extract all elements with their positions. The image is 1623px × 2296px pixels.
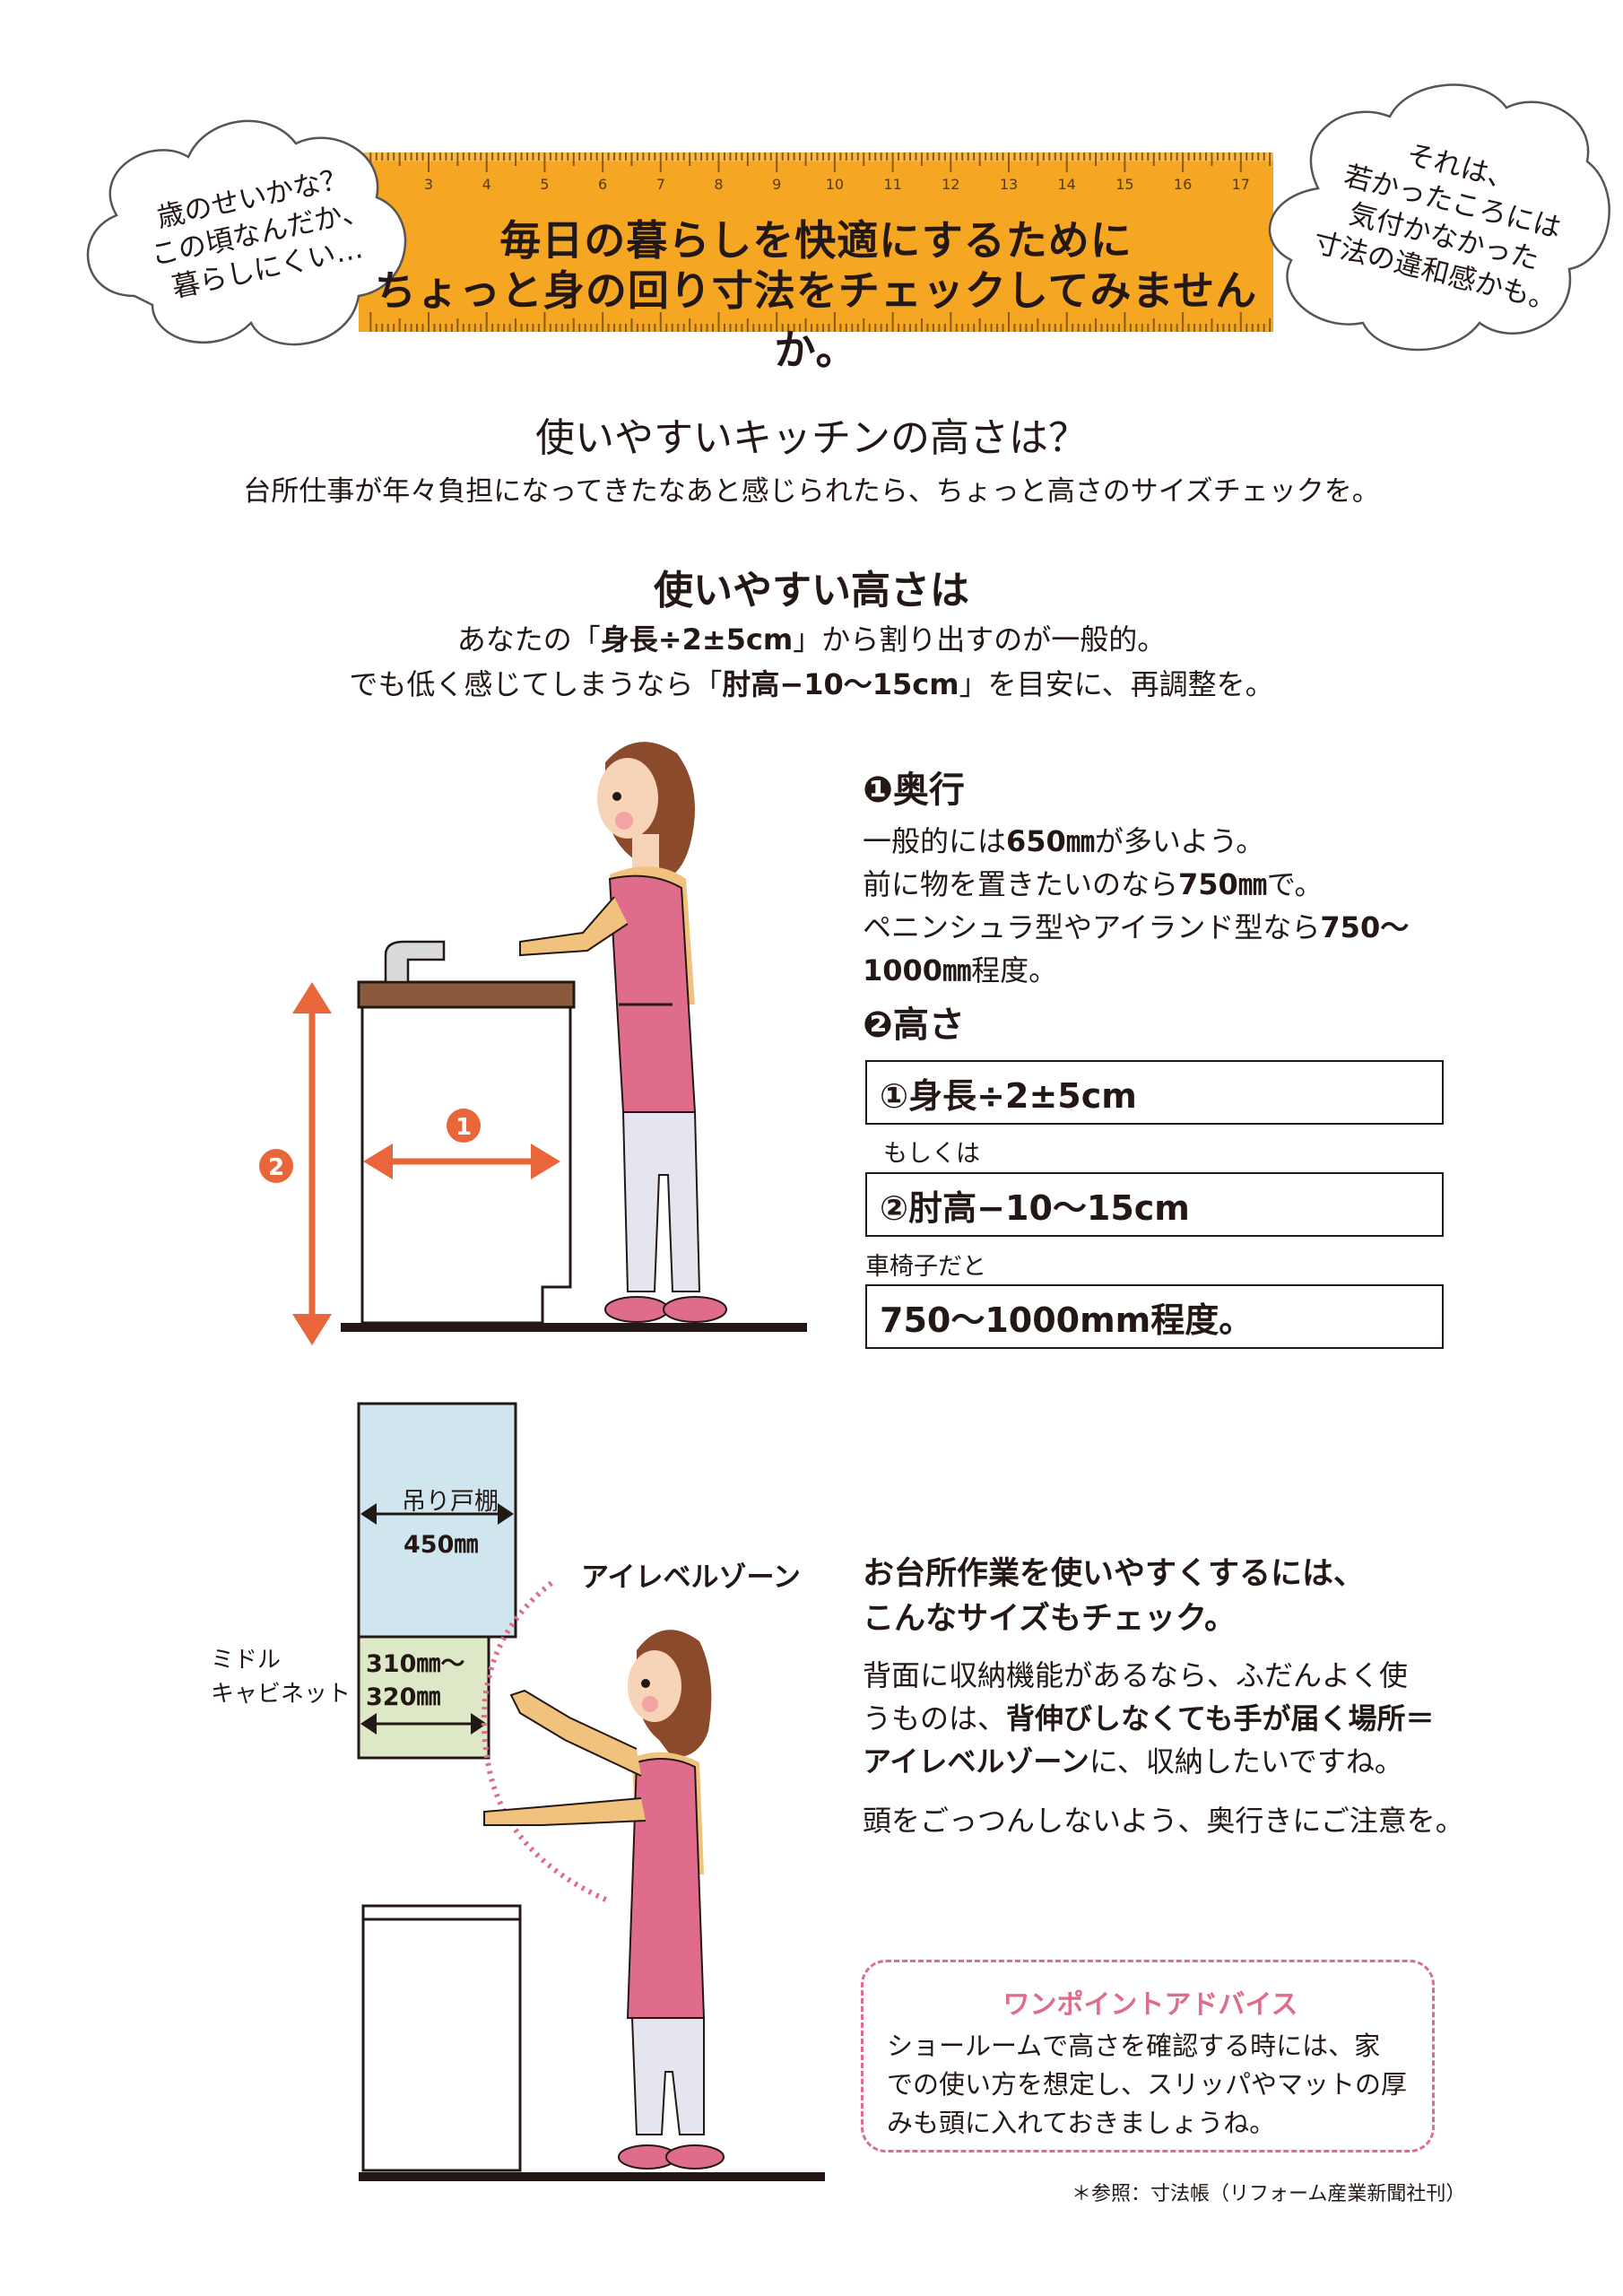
depth-marker xyxy=(447,1109,481,1143)
middle-size-1: 310㎜〜 xyxy=(366,1650,465,1678)
height-marker xyxy=(259,1149,293,1183)
cloud-right xyxy=(1268,83,1610,352)
ruler-number: 8 xyxy=(714,176,724,193)
ruler-number: 15 xyxy=(1115,176,1134,193)
ruler-number: 5 xyxy=(540,176,550,193)
ruler-line-2: ちょっと身の回り寸法をチェックしてみませんか。 xyxy=(374,266,1258,374)
ruler-number: 3 xyxy=(423,176,434,193)
ruler-number: 9 xyxy=(772,176,782,193)
intro-subtitle: 台所仕事が年々負担になってきたなあと感じられたら、ちょっと高さのサイズチェックを… xyxy=(243,475,1380,508)
advice-box: ワンポイントアドバイス ショールームで高さを確認する時には、家 での使い方を想定… xyxy=(861,1960,1435,2152)
height-line-2: でも低く感じてしまうなら「肘高−10〜15cm」を目安に、再調整を。 xyxy=(349,667,1274,701)
ruler-line-1: 毎日の暮らしを快適にするために xyxy=(499,216,1133,265)
ruler-number: 7 xyxy=(655,176,665,193)
middle-cabinet xyxy=(357,1635,490,1760)
middle-size-2: 320㎜ xyxy=(366,1683,441,1711)
height-line-1: あなたの「身長÷2±5cm」から割り出すのが一般的。 xyxy=(456,622,1167,657)
depth-heading: ❶奥行 xyxy=(863,770,965,811)
cloud-left xyxy=(86,119,407,346)
height-box-1: ①身長÷2±5cm xyxy=(865,1060,1444,1125)
kitchen-illustration: 1 2 xyxy=(259,742,807,1345)
ruler-number: 11 xyxy=(883,176,902,193)
ruler-number: 12 xyxy=(942,176,960,193)
ruler-numbers: 3 4 5 6 7 8 9 10 11 12 13 14 15 16 17 xyxy=(0,176,1623,203)
header-graphic xyxy=(86,83,1610,352)
wall-cabinet-label: 吊り戸棚 xyxy=(402,1488,499,1516)
footnote: ＊参照：寸法帳（リフォーム産業新聞社刊） xyxy=(1072,2183,1466,2205)
height-box-3: 750〜1000mm程度。 xyxy=(865,1284,1444,1349)
woman-figure-1 xyxy=(519,742,727,1323)
intro-title: 使いやすいキッチンの高さは？ xyxy=(535,415,1088,461)
wheelchair-label: 車椅子だと xyxy=(865,1253,986,1281)
ruler-number: 4 xyxy=(482,176,491,193)
depth-marker-label: 1 xyxy=(456,1114,472,1141)
height-box-heading: ❷高さ xyxy=(863,1004,965,1046)
storage-heading: お台所作業を使いやすくするには、 こんなサイズもチェック。 xyxy=(863,1556,1366,1637)
storage-illustration xyxy=(357,1402,825,2181)
height-box-2: ②肘高−10〜15cm xyxy=(865,1172,1444,1237)
base-cabinet xyxy=(360,1005,572,1325)
storage-body: 背面に収納機能があるなら、ふだんよく使 うものは、背伸びしなくても手が届く場所＝… xyxy=(863,1658,1464,1838)
ruler-number: 6 xyxy=(598,176,608,193)
wall-cabinet xyxy=(357,1402,517,1639)
ruler-ticks xyxy=(369,152,1271,332)
advice-title: ワンポイントアドバイス xyxy=(1002,1989,1298,2021)
ruler-number: 10 xyxy=(825,176,845,193)
advice-text: ショールームで高さを確認する時には、家 での使い方を想定し、スリッパやマットの厚… xyxy=(887,2031,1408,2138)
or-label: もしくは xyxy=(883,1140,980,1168)
depth-body: 一般的には650㎜が多いよう。 前に物を置きたいのなら750㎜で。 ペニンシュラ… xyxy=(863,820,1490,992)
ruler-number: 13 xyxy=(999,176,1019,193)
height-heading: 使いやすい高さは xyxy=(654,568,969,613)
woman-figure-2 xyxy=(483,1630,725,2170)
depth-line-4: 1000㎜程度。 xyxy=(863,953,1058,987)
depth-line-1: 一般的には650㎜が多いよう。 xyxy=(863,824,1265,858)
height-marker-label: 2 xyxy=(268,1154,284,1181)
wall-cabinet-size: 450㎜ xyxy=(404,1531,479,1559)
ruler-number: 16 xyxy=(1173,176,1193,193)
base-cabinet-2 xyxy=(361,1904,522,2172)
ruler-number: 17 xyxy=(1231,176,1250,193)
depth-line-3: ペニンシュラ型やアイランド型なら750〜 xyxy=(863,910,1410,944)
middle-cabinet-label: ミドル キャビネット xyxy=(211,1647,352,1708)
depth-line-2: 前に物を置きたいのなら750㎜で。 xyxy=(863,867,1324,901)
eye-level-label: アイレベルゾーン xyxy=(581,1561,801,1594)
counter-top xyxy=(357,980,576,1009)
ruler-number: 14 xyxy=(1057,176,1076,193)
ruler-band xyxy=(359,152,1273,332)
